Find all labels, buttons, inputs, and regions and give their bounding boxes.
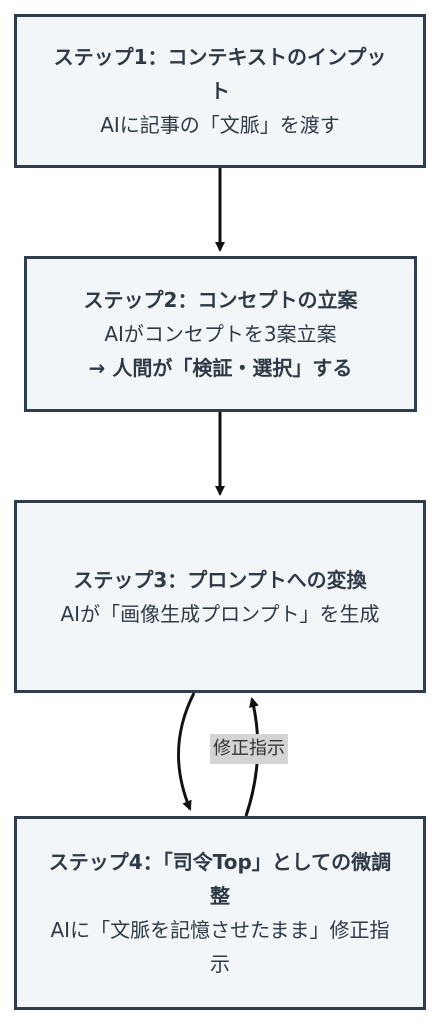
step-3-box: ステップ3：プロンプトへの変換 AIが「画像生成プロンプト」を生成 xyxy=(14,500,426,693)
step-4-title: ステップ4：「司令Top」としての微調整 xyxy=(48,850,392,908)
step-2-body-strong: → 人間が「検証・選択」する xyxy=(88,356,353,380)
feedback-edge-label: 修正指示 xyxy=(210,734,288,764)
step-4-box: ステップ4：「司令Top」としての微調整 AIに「文脈を記憶させたまま」修正指示 xyxy=(14,816,426,1010)
step-1-box: ステップ1：コンテキストのインプット AIに記事の「文脈」を渡す xyxy=(14,14,426,168)
step-2-body: AIがコンセプトを3案立案 xyxy=(104,322,337,346)
step-1-title: ステップ1：コンテキストのインプット xyxy=(53,45,387,103)
step-2-box: ステップ2：コンセプトの立案 AIがコンセプトを3案立案 → 人間が「検証・選択… xyxy=(24,256,417,412)
step-3-title: ステップ3：プロンプトへの変換 xyxy=(73,567,367,592)
step-3-body: AIが「画像生成プロンプト」を生成 xyxy=(60,601,380,626)
step-4-body: AIに「文脈を記憶させたまま」修正指示 xyxy=(50,918,390,976)
step-1-body: AIに記事の「文脈」を渡す xyxy=(100,113,340,137)
arrow-step3-to-step4 xyxy=(177,692,196,811)
step-2-title: ステップ2：コンセプトの立案 xyxy=(83,288,358,312)
